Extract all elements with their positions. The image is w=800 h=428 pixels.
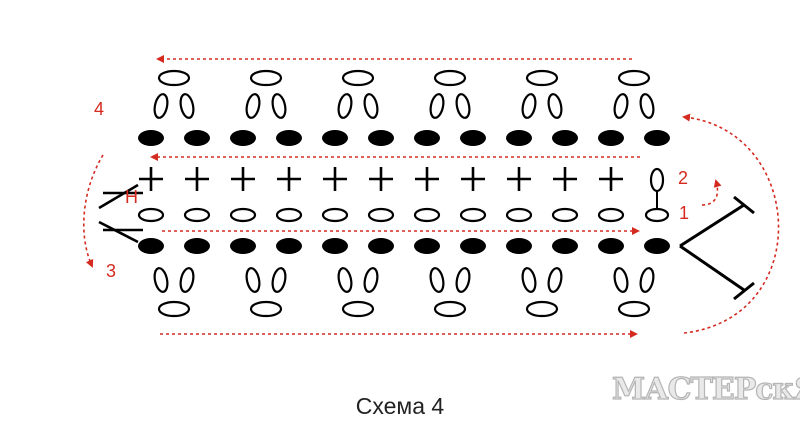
chain-stitch [229, 207, 257, 223]
row-label-1: 1 [679, 203, 689, 223]
filled-stitch-top [368, 130, 394, 146]
chain-loop-top [617, 69, 651, 87]
diagram-caption: Схема 4 [355, 393, 445, 419]
turn-arrow-small [701, 179, 722, 206]
chain-stitch [644, 207, 670, 223]
filled-stitch-top [322, 130, 348, 146]
chain-loop-bottom [157, 300, 191, 318]
chain-stitch [551, 207, 579, 223]
fan-stitch-top [337, 93, 353, 119]
fan-stitch-bottom [547, 267, 563, 293]
fan-stitch-top [547, 93, 563, 119]
chain-stitch [321, 207, 349, 223]
fan-stitch-bottom [179, 267, 195, 293]
fan-stitch-top [363, 93, 379, 119]
chain-loop-bottom [341, 300, 375, 318]
filled-stitch-top [276, 130, 302, 146]
filled-stitch-top [138, 130, 164, 146]
fan-stitch-top [521, 93, 537, 119]
chain-stitch [597, 207, 625, 223]
chain-loop-top [341, 69, 375, 87]
filled-stitch-top [460, 130, 486, 146]
left-cross-marks [98, 183, 143, 244]
chain-stitch [413, 207, 441, 223]
fan-stitch-top [455, 93, 471, 119]
fan-stitch-bottom [271, 267, 287, 293]
fan-stitch-top [179, 93, 195, 119]
watermark-logo: МАСТЕРскЯ [611, 371, 800, 407]
chain-stitch [505, 207, 533, 223]
filled-stitch-bottom [644, 238, 670, 254]
filled-stitch-bottom [138, 238, 164, 254]
fan-stitch-bottom [639, 267, 655, 293]
chain-loop-bottom [617, 300, 651, 318]
filled-stitch-top [230, 130, 256, 146]
fan-stitch-bottom [245, 267, 261, 293]
fan-stitch-bottom [153, 267, 169, 293]
fan-stitch-bottom [363, 267, 379, 293]
fan-stitch-bottom [455, 267, 471, 293]
chain-stitch [459, 207, 487, 223]
chain-stitch [137, 207, 165, 223]
fan-stitch-top [271, 93, 287, 119]
row-label-3: 3 [106, 261, 116, 281]
chain-loop-top [433, 69, 467, 87]
chain-loop-top [157, 69, 191, 87]
filled-stitch-bottom [230, 238, 256, 254]
marker-label-h: H [125, 187, 138, 207]
foundation-start-symbol [679, 195, 755, 301]
filled-stitch-top [506, 130, 532, 146]
filled-stitch-bottom [184, 238, 210, 254]
filled-stitch-bottom [598, 238, 624, 254]
chain-stitch [275, 207, 303, 223]
row-label-4: 4 [94, 99, 104, 119]
row-label-2: 2 [678, 168, 688, 188]
filled-stitch-bottom [414, 238, 440, 254]
filled-stitch-top [598, 130, 624, 146]
chain-loop-top [249, 69, 283, 87]
chain-stitch [367, 207, 395, 223]
chain-loop-bottom [433, 300, 467, 318]
filled-stitch-top [414, 130, 440, 146]
fan-stitch-bottom [521, 267, 537, 293]
fan-stitch-bottom [337, 267, 353, 293]
turn-arrow-left [83, 154, 104, 268]
filled-stitch-bottom [368, 238, 394, 254]
filled-stitch-top [184, 130, 210, 146]
fan-stitch-top [639, 93, 655, 119]
fan-stitch-top [613, 93, 629, 119]
filled-stitch-top [644, 130, 670, 146]
filled-stitch-bottom [506, 238, 532, 254]
fan-stitch-bottom [429, 267, 445, 293]
fan-stitch-top [153, 93, 169, 119]
fan-stitch-top [429, 93, 445, 119]
filled-stitch-top [552, 130, 578, 146]
chain-stitch [183, 207, 211, 223]
filled-stitch-bottom [276, 238, 302, 254]
chain-loop-bottom [525, 300, 559, 318]
fan-stitch-bottom [613, 267, 629, 293]
chain-loop-top [525, 69, 559, 87]
filled-stitch-bottom [552, 238, 578, 254]
turn-arrow-right [682, 113, 780, 334]
chain-loop-bottom [249, 300, 283, 318]
stitch-layer [137, 69, 670, 318]
filled-stitch-bottom [322, 238, 348, 254]
filled-stitch-bottom [460, 238, 486, 254]
turning-chain [649, 167, 665, 193]
fan-stitch-top [245, 93, 261, 119]
